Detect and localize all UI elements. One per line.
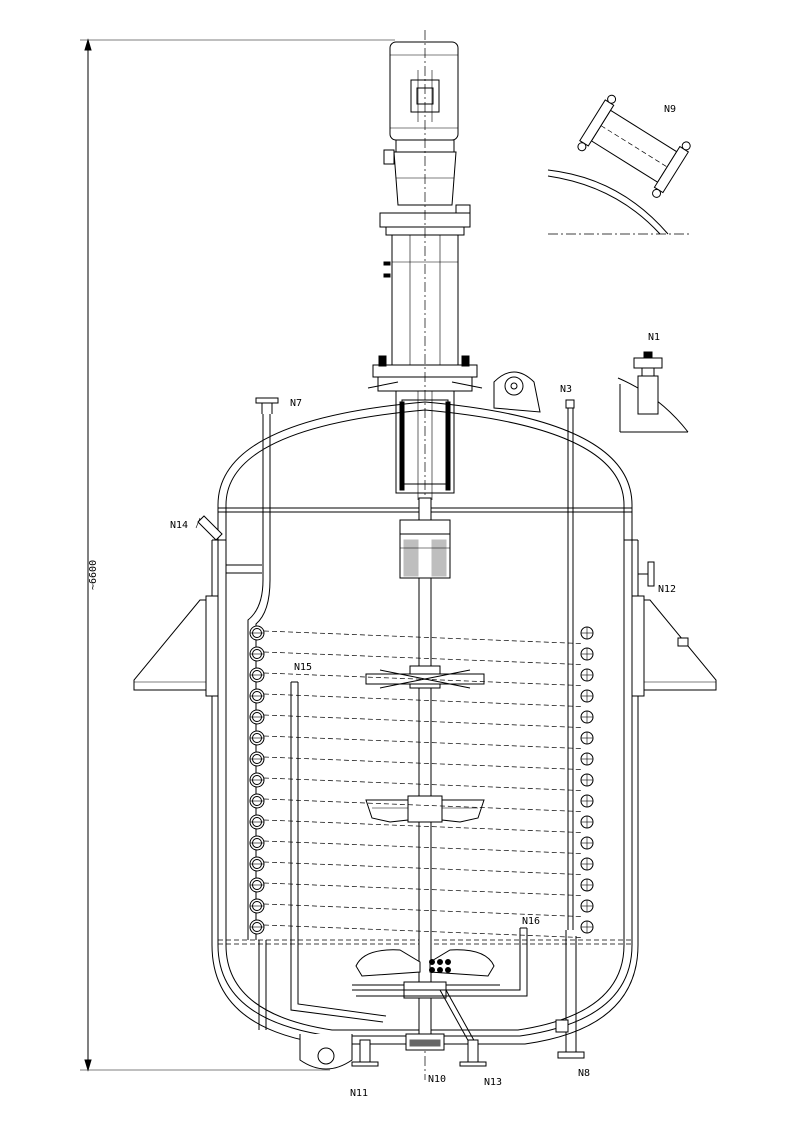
label-n13: N13 (484, 1077, 502, 1088)
coil-hidden-line (263, 924, 582, 938)
coil-hidden-line (263, 630, 582, 644)
nozzle-n13 (467, 1039, 479, 1063)
nozzle-n12 (647, 561, 655, 587)
label-n10: N10 (428, 1074, 446, 1085)
label-n7: N7 (290, 398, 302, 409)
label-n3: N3 (560, 384, 572, 395)
n15-dip-pipe (290, 681, 387, 1023)
coil-hidden-line (263, 756, 582, 770)
agitator-shaft (352, 497, 500, 1045)
coil-hidden-line (263, 819, 582, 833)
coil-hidden-line (263, 840, 582, 854)
lifting-lug (493, 371, 541, 413)
nozzle-n14 (197, 515, 223, 541)
bottom-nozzles (299, 930, 585, 1070)
n16-pipe (356, 927, 528, 997)
label-n1: N1 (648, 332, 660, 343)
label-n16: N16 (522, 916, 540, 927)
n3-dip-pipe (565, 399, 575, 930)
nozzle-n7 (255, 397, 279, 404)
coil-hidden-line (263, 861, 582, 875)
middle-impeller (365, 795, 485, 823)
support-lug-left (133, 599, 213, 691)
coil-hidden-line (263, 735, 582, 749)
coil-hidden-line (263, 777, 582, 791)
overall-height-dimension: ~6600 (80, 38, 395, 1072)
coil-hidden-line (263, 714, 582, 728)
shaft-coupling (399, 519, 451, 535)
nozzle-n8 (557, 1051, 585, 1059)
coil-hidden-line (263, 798, 582, 812)
label-n14: N14 (170, 520, 188, 531)
coil-hidden-line (263, 882, 582, 896)
label-n11: N11 (350, 1088, 368, 1099)
label-n8: N8 (578, 1068, 590, 1079)
nozzle-labels: N1 N3 N7 N8 N9 N10 N11 N12 N13 N14 N15 N… (170, 104, 676, 1099)
coil-hidden-line (263, 903, 582, 917)
label-n12: N12 (658, 584, 676, 595)
side-nozzles (195, 397, 689, 647)
support-lug-right (637, 599, 717, 691)
upper-impeller (365, 665, 485, 689)
heating-coil-left (226, 397, 279, 1030)
coil-turns (249, 625, 594, 938)
coil-hidden-line (263, 651, 582, 665)
label-n15: N15 (294, 662, 312, 673)
detail-n9 (547, 94, 691, 235)
bottom-impeller (352, 949, 500, 1045)
coil-hidden-line (263, 672, 582, 686)
support-lugs (133, 595, 717, 697)
height-dimension-label: ~6600 (88, 560, 99, 590)
mechanical-seal (395, 390, 455, 500)
label-n9: N9 (664, 104, 676, 115)
detail-n1 (617, 351, 689, 433)
coil-hidden-line (263, 693, 582, 707)
